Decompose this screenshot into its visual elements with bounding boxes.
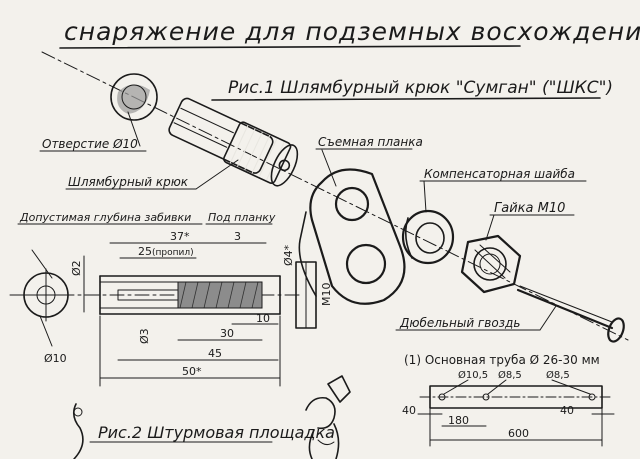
leader-washer <box>423 180 427 213</box>
dim-phi2: Ø2 <box>70 260 83 276</box>
dim-3: 3 <box>234 230 241 243</box>
dim-phi3: Ø3 <box>138 328 151 344</box>
pipe-hole-1: Ø10,5 <box>458 369 488 381</box>
drilled-hole-sketch <box>110 73 158 121</box>
title-underline <box>59 45 521 49</box>
label-hole: Отверстие Ø10 <box>42 137 138 151</box>
dim-phi4: Ø4* <box>282 244 295 266</box>
dim-30: 30 <box>220 327 234 340</box>
dim-45: 45 <box>208 347 222 360</box>
label-nut: Гайка М10 <box>494 201 565 216</box>
label-washer: Компенсаторная шайба <box>424 167 575 181</box>
sheet-title: снаряжение для подземных восхождений <box>64 17 640 46</box>
label-nail: Дюбельный гвоздь <box>399 316 520 330</box>
dim-25-note: (пропил) <box>152 248 194 258</box>
main-pipe-drawing <box>419 385 613 409</box>
leader-hole <box>127 111 141 147</box>
nut-m10 <box>460 234 522 294</box>
label-depth: Допустимая глубина забивки <box>19 211 191 224</box>
climber-sketch <box>305 375 351 459</box>
dim-phi10: Ø10 <box>44 352 67 365</box>
compensator-washer <box>401 209 455 265</box>
hook-section-view <box>9 261 317 329</box>
leader-pipe-hole-2 <box>487 379 507 395</box>
dim-25: 25 <box>138 245 152 258</box>
rope-sketch <box>72 403 84 459</box>
leader-pipe-hole-1 <box>443 379 469 395</box>
fig1-caption: Рис.1 Шлямбурный крюк "Сумган" ("ШКС") <box>228 78 613 98</box>
dim-pipe-mid: 180 <box>448 414 469 427</box>
pipe-hole-2: Ø8,5 <box>498 369 522 381</box>
dim-pipe-total: 600 <box>508 427 529 440</box>
hook-end-view <box>19 249 73 322</box>
anchor-hook-body <box>168 97 299 187</box>
label-plate: Съемная планка <box>318 135 423 149</box>
dim-10: 10 <box>256 312 270 325</box>
fig2-caption: Рис.2 Штурмовая площадка <box>98 423 335 442</box>
leader-nut <box>485 214 495 241</box>
label-hook: Шлямбурный крюк <box>68 175 189 189</box>
pipe-caption: (1) Основная труба Ø 26-30 мм <box>404 353 600 367</box>
dowel-nail <box>516 285 625 343</box>
leader-pipe-hole-3 <box>551 379 591 395</box>
dim-m10: М10 <box>320 283 333 307</box>
fig1-caption-underline <box>211 97 601 101</box>
leader-phi10 <box>39 315 53 347</box>
leader-nail <box>539 305 557 331</box>
dim-50: 50* <box>182 365 202 378</box>
pipe-hole-3: Ø8,5 <box>546 369 570 381</box>
leader-hook <box>195 159 239 190</box>
leader-plate <box>321 149 337 187</box>
dim-pipe-left: 40 <box>402 404 416 417</box>
label-under-plate: Под планку <box>208 211 276 224</box>
dim-pipe-right: 40 <box>560 404 574 417</box>
dim-37: 37* <box>170 230 190 243</box>
